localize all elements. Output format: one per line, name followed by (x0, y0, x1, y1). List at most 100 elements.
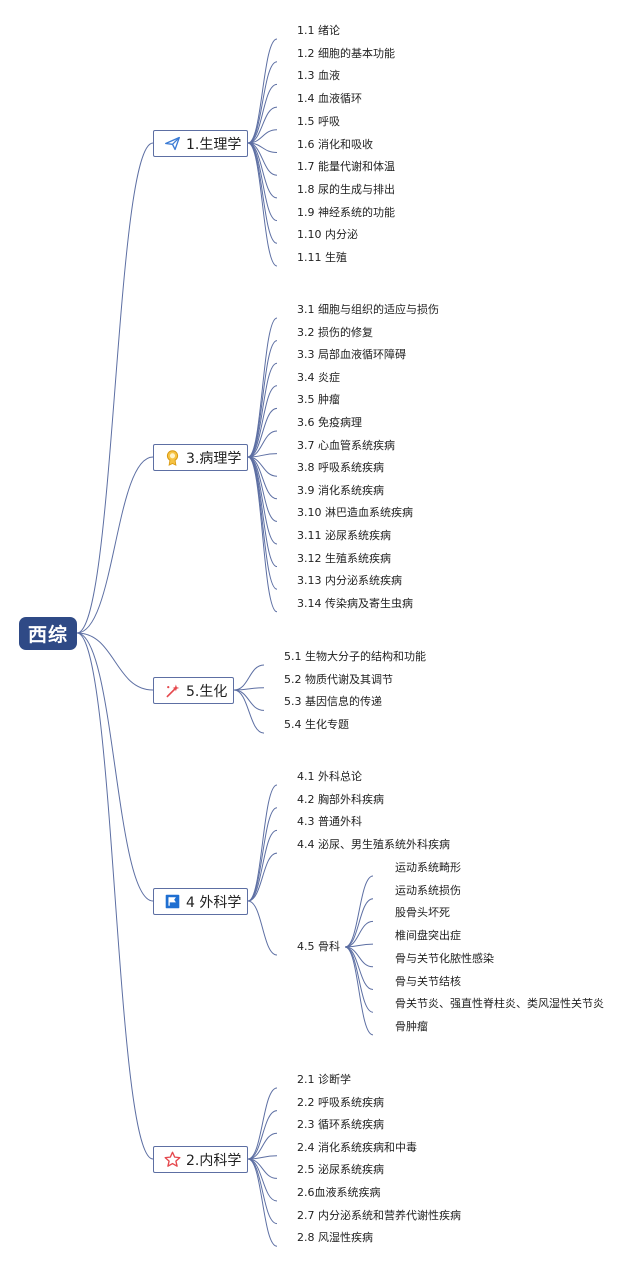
leaf-topic[interactable]: 2.1 诊断学 (297, 1073, 351, 1086)
branch-physiology[interactable]: 1.生理学 (153, 130, 248, 157)
root-node[interactable]: 西综 (19, 617, 77, 650)
leaf-topic[interactable]: 1.10 内分泌 (297, 228, 358, 242)
leaf-topic[interactable]: 1.9 神经系统的功能 (297, 205, 395, 219)
leaf-topic[interactable]: 4.2 胸部外科疾病 (297, 792, 384, 806)
branch-to-leaf-line (247, 362, 278, 458)
leaf-topic[interactable]: 骨与关节结核 (395, 974, 461, 988)
leaf-topic[interactable]: 4.3 普通外科 (297, 815, 362, 829)
leaf-topic[interactable]: 1.8 尿的生成与排出 (297, 182, 395, 196)
leaf-topic[interactable]: 3.1 细胞与组织的适应与损伤 (297, 303, 439, 316)
root-to-branch-line (76, 632, 154, 902)
leaf-topic[interactable]: 2.7 内分泌系统和营养代谢性疾病 (297, 1208, 461, 1222)
leaf-topic[interactable]: 3.12 生殖系统疾病 (297, 551, 391, 565)
branch-to-leaf-line (247, 1110, 278, 1160)
leaf-topic[interactable]: 5.3 基因信息的传递 (284, 695, 382, 709)
branch-to-leaf-line (247, 1087, 278, 1160)
leaf-topic[interactable]: 3.13 内分泌系统疾病 (297, 574, 402, 588)
leaf-topic[interactable]: 2.8 风湿性疾病 (297, 1231, 373, 1245)
leaf-topic[interactable]: 1.1 绪论 (297, 24, 340, 37)
leaf-topic[interactable]: 3.4 炎症 (297, 370, 340, 384)
leaf-topic[interactable]: 1.7 能量代谢和体温 (297, 160, 395, 174)
leaf-topic[interactable]: 3.5 肿瘤 (297, 393, 340, 407)
branch-label: 2.内科学 (186, 1152, 242, 1169)
leaf-topic[interactable]: 2.2 呼吸系统疾病 (297, 1095, 384, 1109)
branch-pathology[interactable]: 3.病理学 (153, 444, 248, 471)
leaf-topic[interactable]: 骨关节炎、强直性脊柱炎、类风湿性关节炎 (395, 997, 604, 1011)
leaf-topic[interactable]: 1.2 细胞的基本功能 (297, 46, 395, 60)
leaf-topic[interactable]: 椎间盘突出症 (395, 929, 461, 943)
branch-to-leaf-line (247, 340, 278, 458)
branch-label: 1.生理学 (186, 136, 242, 153)
leaf-topic[interactable]: 3.2 损伤的修复 (297, 325, 373, 339)
branch-to-leaf-line (247, 1158, 278, 1202)
root-to-branch-line (76, 142, 154, 634)
leaf-topic[interactable]: 4.4 泌尿、男生殖系统外科疾病 (297, 838, 450, 852)
leaf-topic[interactable]: 1.3 血液 (297, 69, 340, 83)
branch-to-leaf-line (247, 430, 278, 458)
leaf-topic[interactable]: 2.5 泌尿系统疾病 (297, 1163, 384, 1177)
subtopic-line (344, 946, 374, 1036)
paper-plane-icon (164, 135, 181, 152)
branch-biochemistry[interactable]: 5.生化 (153, 677, 234, 704)
root-label: 西综 (27, 624, 68, 646)
branch-to-leaf-line (247, 900, 278, 956)
leaf-topic[interactable]: 运动系统损伤 (395, 883, 461, 897)
branch-to-leaf-line (247, 807, 278, 902)
subtopic-line (344, 946, 374, 990)
branch-internal-medicine[interactable]: 2.内科学 (153, 1146, 248, 1173)
leaf-topic[interactable]: 3.6 免疫病理 (297, 416, 362, 429)
branch-to-leaf-line (233, 689, 265, 711)
branch-to-leaf-line (247, 38, 278, 144)
leaf-topic[interactable]: 2.6血液系统疾病 (297, 1186, 381, 1199)
leaf-topic[interactable]: 2.3 循环系统疾病 (297, 1118, 384, 1132)
leaf-topic[interactable]: 骨肿瘤 (395, 1019, 428, 1033)
leaf-topic[interactable]: 3.9 消化系统疾病 (297, 483, 384, 497)
root-to-branch-line (76, 456, 154, 634)
branch-to-leaf-line (247, 317, 278, 458)
leaf-topic[interactable]: 股骨头坏死 (395, 906, 450, 920)
branch-surgery[interactable]: 4 外科学 (153, 888, 248, 915)
branch-to-leaf-line (247, 83, 278, 144)
leaf-topic[interactable]: 3.11 泌尿系统疾病 (297, 529, 391, 542)
leaf-topic[interactable]: 3.3 局部血液循环障碍 (297, 348, 406, 362)
root-to-branch-line (76, 632, 154, 1160)
leaf-topic[interactable]: 1.5 呼吸 (297, 114, 340, 128)
leaf-topic[interactable]: 4.1 外科总论 (297, 770, 362, 783)
star-icon (164, 1151, 181, 1168)
leaf-topic[interactable]: 5.2 物质代谢及其调节 (284, 672, 393, 686)
leaf-topic[interactable]: 3.7 心血管系统疾病 (297, 438, 395, 452)
leaf-topic[interactable]: 1.6 消化和吸收 (297, 137, 373, 151)
branch-to-leaf-line (247, 456, 278, 613)
leaf-topic[interactable]: 骨与关节化脓性感染 (395, 951, 494, 965)
leaf-topic[interactable]: 1.11 生殖 (297, 251, 347, 264)
branch-to-leaf-line (247, 142, 278, 267)
branch-to-leaf-line (247, 1132, 278, 1160)
branch-to-leaf-line (247, 456, 278, 568)
root-to-branch-line (76, 632, 154, 691)
leaf-topic[interactable]: 5.4 生化专题 (284, 718, 349, 732)
leaf-topic[interactable]: 1.4 血液循环 (297, 92, 362, 106)
leaf-topic[interactable]: 5.1 生物大分子的结构和功能 (284, 650, 426, 663)
branch-to-leaf-line (247, 106, 278, 144)
leaf-topic[interactable]: 3.8 呼吸系统疾病 (297, 461, 384, 475)
branch-to-leaf-line (247, 852, 278, 902)
branch-to-leaf-line (233, 689, 265, 734)
branch-label: 4 外科学 (186, 894, 242, 911)
subtopic-line (344, 920, 374, 948)
branch-to-leaf-line (247, 129, 278, 144)
sparkle-wand-icon (164, 682, 181, 699)
leaf-topic[interactable]: 运动系统畸形 (395, 861, 461, 874)
leaf-topic[interactable]: 2.4 消化系统疾病和中毒 (297, 1140, 417, 1154)
branch-to-leaf-line (247, 1158, 278, 1247)
leaf-topic[interactable]: 4.5 骨科 (297, 940, 340, 953)
branch-to-leaf-line (247, 142, 278, 199)
flag-icon (164, 893, 181, 910)
branch-to-leaf-line (247, 407, 278, 458)
leaf-topic[interactable]: 3.10 淋巴造血系统疾病 (297, 506, 413, 520)
award-medal-icon (164, 449, 181, 466)
branch-to-leaf-line (247, 784, 278, 902)
leaf-topic[interactable]: 3.14 传染病及寄生虫病 (297, 596, 413, 610)
branch-to-leaf-line (233, 664, 265, 691)
subtopic-line (344, 898, 374, 948)
